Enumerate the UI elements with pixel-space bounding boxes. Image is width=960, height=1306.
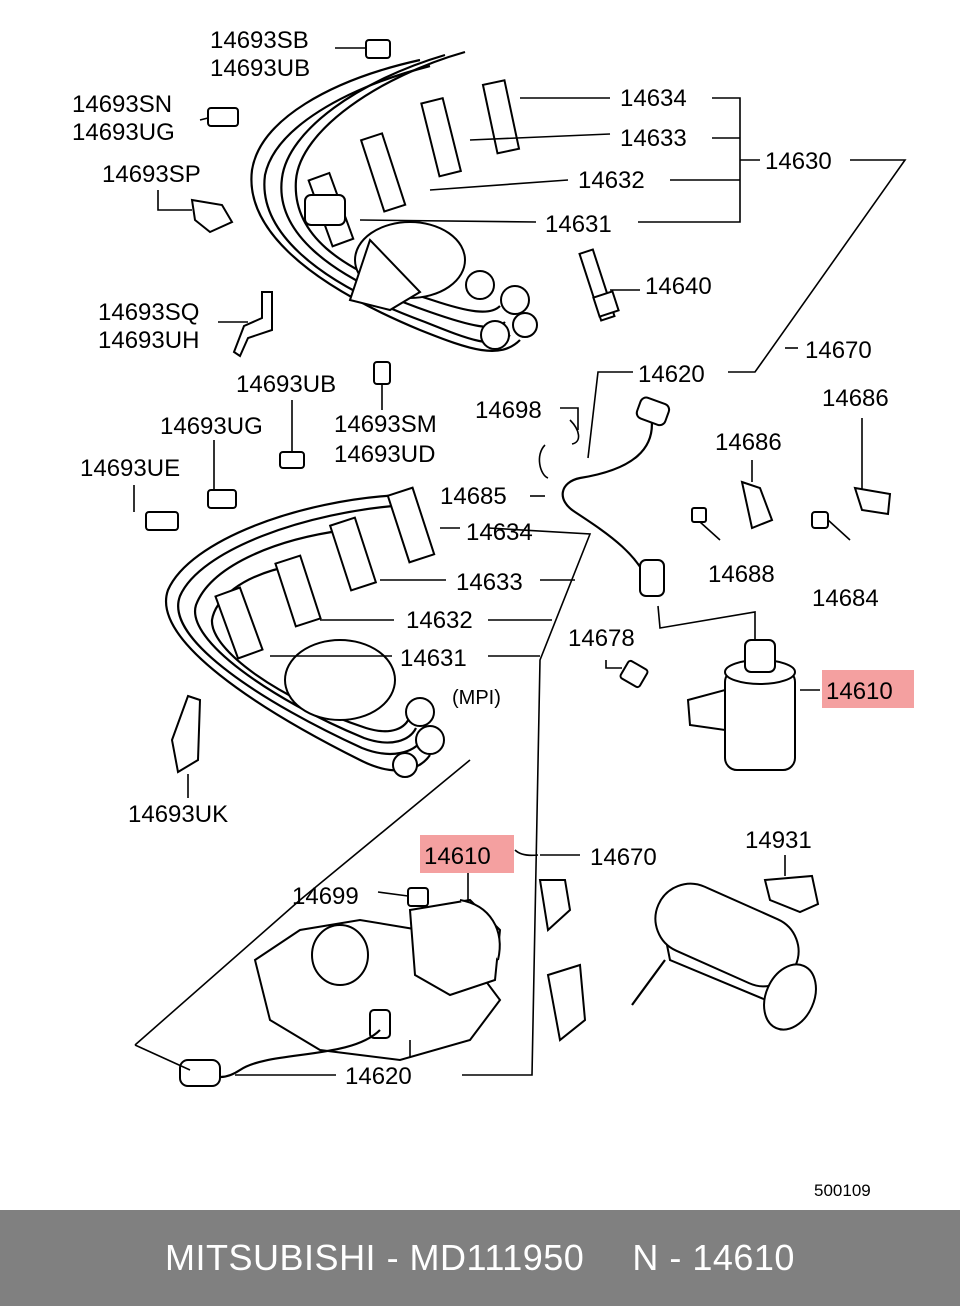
- leader-lines: [133, 47, 907, 1076]
- highlight-14610-distributor: [420, 835, 514, 873]
- label-14610-coil: 14610: [826, 678, 893, 705]
- part-labels: 14693SB 14693UB 14693SN 14693UG 14693SP …: [72, 27, 893, 1200]
- label-14693UH: 14693UH: [98, 327, 199, 354]
- label-14684: 14684: [812, 585, 879, 612]
- label-14610-distributor: 14610: [424, 843, 491, 870]
- label-14620-bottom: 14620: [345, 1063, 412, 1090]
- label-14633-mid: 14633: [456, 569, 523, 596]
- lower-wire-harness: [165, 486, 445, 778]
- coil-wire: [538, 396, 671, 597]
- label-14632-mid: 14632: [406, 607, 473, 634]
- parts-diagram: 14693SB 14693UB 14693SN 14693UG 14693SP …: [72, 27, 914, 1200]
- brackets-mid: [691, 480, 892, 530]
- label-14685: 14685: [440, 483, 507, 510]
- engine-distributor: [179, 879, 587, 1087]
- label-14670-bottom: 14670: [590, 844, 657, 871]
- noise-filter: [631, 874, 820, 1031]
- label-mpi: (MPI): [452, 687, 501, 709]
- part-number-footer: MITSUBISHI - MD111950 N - 14610: [0, 1210, 960, 1306]
- label-14693SB: 14693SB: [210, 27, 309, 54]
- clip-parts-top: [145, 39, 391, 774]
- brand-part-number: MITSUBISHI - MD111950: [165, 1237, 585, 1278]
- label-14699: 14699: [292, 883, 359, 910]
- label-14633-top: 14633: [620, 125, 687, 152]
- label-14640: 14640: [645, 273, 712, 300]
- label-14693SN: 14693SN: [72, 91, 172, 118]
- label-14686-a: 14686: [822, 385, 889, 412]
- label-14693UK: 14693UK: [128, 801, 228, 828]
- label-14630: 14630: [765, 148, 832, 175]
- spark-plug: [578, 248, 620, 322]
- label-14693UG-mid: 14693UG: [160, 413, 263, 440]
- diagram-code: 500109: [814, 1181, 871, 1200]
- label-14693UG-top: 14693UG: [72, 119, 175, 146]
- label-14634-top: 14634: [620, 85, 687, 112]
- label-14670-top: 14670: [805, 337, 872, 364]
- label-14693UB-top: 14693UB: [210, 55, 310, 82]
- label-14631-mid: 14631: [400, 645, 467, 672]
- label-14686-b: 14686: [715, 429, 782, 456]
- label-14693UB-mid: 14693UB: [236, 371, 336, 398]
- label-14931: 14931: [745, 827, 812, 854]
- label-14632-top: 14632: [578, 167, 645, 194]
- label-14693SM: 14693SM: [334, 411, 437, 438]
- label-14631-top: 14631: [545, 211, 612, 238]
- label-14678: 14678: [568, 625, 635, 652]
- upper-wire-harness: [250, 50, 538, 352]
- label-14693UD: 14693UD: [334, 441, 435, 468]
- label-14693UE: 14693UE: [80, 455, 180, 482]
- label-14688: 14688: [708, 561, 775, 588]
- label-14620-top: 14620: [638, 361, 705, 388]
- label-14693SQ: 14693SQ: [98, 299, 199, 326]
- label-14693SP: 14693SP: [102, 161, 201, 188]
- highlight-14610-coil: [822, 670, 914, 708]
- label-14698: 14698: [475, 397, 542, 424]
- reference-number: N - 14610: [632, 1237, 795, 1278]
- ignition-coil: [619, 639, 796, 771]
- label-14634-mid: 14634: [466, 519, 533, 546]
